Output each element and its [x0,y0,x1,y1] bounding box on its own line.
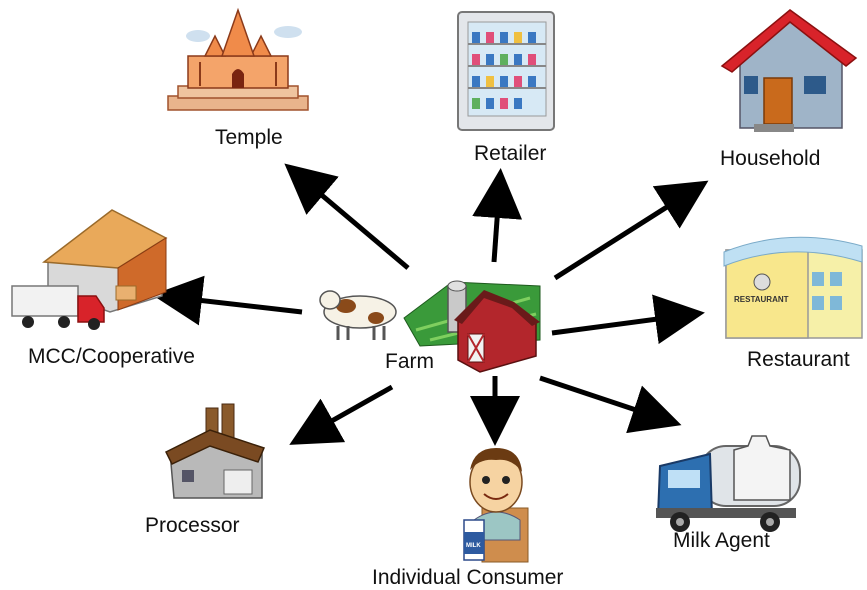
barn-icon [403,280,541,373]
node-label-retailer: Retailer [474,142,547,165]
arrow-to-temple [284,163,410,270]
restaurant-icon: RESTAURANT [723,236,863,339]
center-label-farm: Farm [385,350,434,373]
arrow-to-mcc [152,275,303,326]
processor-icon [164,403,266,499]
milk-agent-icon [656,435,801,532]
arrow-to-milk-agent [539,375,682,434]
arrows [152,163,709,446]
cow-icon [319,290,397,340]
arrow-to-restaurant [551,294,705,345]
node-label-milk-agent: Milk Agent [673,529,770,552]
node-label-mcc: MCC/Cooperative [28,345,195,368]
arrow-to-household [553,180,709,281]
mcc-icon [11,209,168,330]
arrow-to-processor [289,384,394,445]
node-label-consumer: Individual Consumer [372,566,564,589]
node-label-processor: Processor [145,514,240,537]
consumer-icon: MILK [463,448,529,563]
node-label-temple: Temple [215,126,283,149]
retailer-icon [457,11,555,131]
node-label-household: Household [720,147,821,170]
restaurant-sign-text: RESTAURANT [734,295,789,304]
milk-carton-text: MILK [466,543,481,549]
node-label-restaurant: Restaurant [747,348,850,371]
household-icon [720,9,858,132]
temple-icon [167,7,309,111]
arrow-to-retailer [472,168,523,263]
